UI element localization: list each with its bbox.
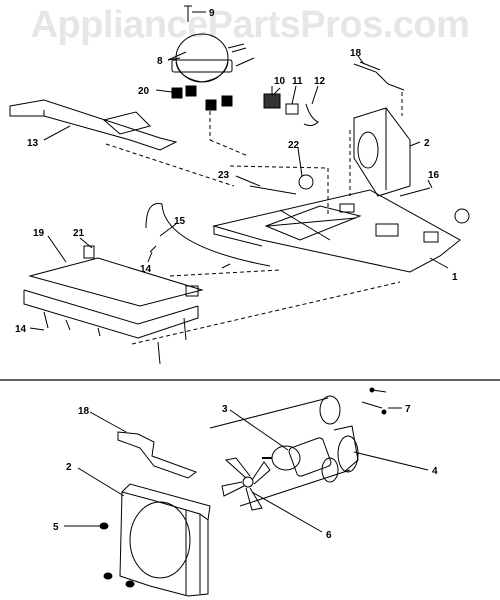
callout-4: 4 xyxy=(432,466,438,477)
callout-1: 1 xyxy=(452,272,458,283)
callout-22: 22 xyxy=(288,140,300,151)
grommet-part-22 xyxy=(298,174,470,224)
screw-part-9 xyxy=(184,5,206,22)
callout-6: 6 xyxy=(326,530,332,541)
callout-5: 5 xyxy=(53,522,59,533)
callout-19: 19 xyxy=(33,228,45,239)
callout-leaders-lower xyxy=(64,407,429,533)
compressor-part-8 xyxy=(167,33,255,83)
callout-16: 16 xyxy=(428,170,440,181)
callout-12: 12 xyxy=(314,76,326,87)
screw-part-5 xyxy=(99,522,135,588)
callout-leaders-upper xyxy=(29,55,449,331)
callout-21: 21 xyxy=(73,228,85,239)
fan-blade-part-6 xyxy=(221,457,271,511)
callout-7: 7 xyxy=(405,404,411,415)
fan-shroud-part-2-upper xyxy=(353,107,411,197)
callout-13: 13 xyxy=(27,138,39,149)
grommet-part-20 xyxy=(171,85,233,111)
callout-18-upper: 18 xyxy=(350,48,362,59)
callout-labels: 9 8 20 10 11 12 18 13 2 22 23 16 19 21 1… xyxy=(15,8,458,541)
wire-harness-part-23 xyxy=(249,185,297,195)
callout-23: 23 xyxy=(218,170,230,181)
motor-part-3 xyxy=(262,437,332,477)
callout-11: 11 xyxy=(292,76,303,87)
leader-lines-upper xyxy=(105,92,403,345)
callout-15: 15 xyxy=(174,216,186,227)
callout-10: 10 xyxy=(274,76,286,87)
bracket-part-4 xyxy=(333,425,359,473)
condenser-coil-part-19 xyxy=(23,245,204,365)
callout-14-upper: 14 xyxy=(140,264,152,275)
screw-part-7 xyxy=(361,387,387,415)
callout-3: 3 xyxy=(222,404,228,415)
fan-shroud-part-2-lower xyxy=(119,483,211,597)
bracket-part-16 xyxy=(399,187,431,197)
overload-part-11 xyxy=(285,103,299,115)
bracket-part-18-lower xyxy=(117,431,198,479)
drain-pan-part-13 xyxy=(9,99,178,151)
callout-8: 8 xyxy=(157,56,163,67)
callout-2-lower: 2 xyxy=(66,462,72,473)
callout-20: 20 xyxy=(138,86,150,97)
callout-18-lower: 18 xyxy=(78,406,90,417)
motor-housing xyxy=(209,395,359,507)
callout-14-lower: 14 xyxy=(15,324,27,335)
relay-part-10 xyxy=(263,86,281,109)
cover-part-12 xyxy=(303,103,319,127)
tube-part-15 xyxy=(145,203,271,267)
screw-part-14-upper xyxy=(149,245,231,269)
bracket-part-18-upper xyxy=(353,61,405,91)
base-plate-part-1 xyxy=(212,189,461,273)
callout-9: 9 xyxy=(209,8,215,19)
callout-2-upper: 2 xyxy=(424,138,430,149)
